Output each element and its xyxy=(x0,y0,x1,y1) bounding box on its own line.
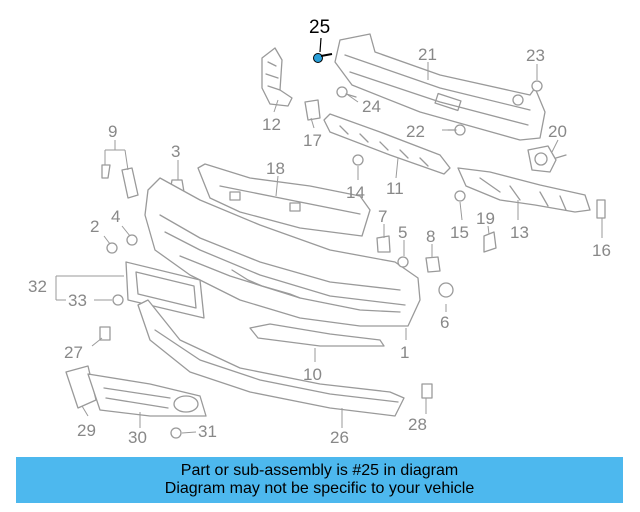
callout-2: 2 xyxy=(90,217,99,236)
callout-17: 17 xyxy=(303,131,322,150)
callout-21: 21 xyxy=(418,45,437,64)
callout-16: 16 xyxy=(592,241,611,260)
leader-lines xyxy=(55,37,603,434)
callout-23: 23 xyxy=(526,46,545,65)
part-31-screw[interactable] xyxy=(170,427,182,439)
part-7-clip[interactable] xyxy=(376,235,391,253)
part-28-clip[interactable] xyxy=(421,383,433,399)
part-23-nut[interactable] xyxy=(531,80,543,92)
callout-7: 7 xyxy=(378,207,387,226)
part-1-bumper-cover[interactable] xyxy=(144,177,421,327)
part-27-clip[interactable] xyxy=(99,326,111,341)
part-16-bolt[interactable] xyxy=(596,199,606,219)
callout-18: 18 xyxy=(266,159,285,178)
part-21-reinforcement-beam[interactable] xyxy=(334,33,546,141)
part-19-clip[interactable] xyxy=(483,231,497,253)
callout-22: 22 xyxy=(406,122,425,141)
part-5-screw[interactable] xyxy=(397,256,409,268)
callout-32: 32 xyxy=(28,277,47,296)
callout-19: 19 xyxy=(476,209,495,228)
part-17-clip[interactable] xyxy=(304,99,321,121)
part-25-bolt-highlighted[interactable] xyxy=(313,53,333,63)
part-18-upper-support[interactable] xyxy=(197,163,371,237)
callout-27: 27 xyxy=(64,343,83,362)
callout-24: 24 xyxy=(362,97,381,116)
callout-10: 10 xyxy=(303,365,322,384)
callout-9: 9 xyxy=(108,122,117,141)
info-banner: Part or sub-assembly is #25 in diagram D… xyxy=(16,457,623,503)
part-24-bolt[interactable] xyxy=(336,86,357,98)
part-30-fog-grille[interactable] xyxy=(87,373,207,417)
callout-20: 20 xyxy=(548,122,567,141)
part-10-trim-strip[interactable] xyxy=(249,323,385,347)
part-14-screw[interactable] xyxy=(352,154,364,166)
callout-30: 30 xyxy=(128,428,147,447)
banner-line-2: Diagram may not be specific to your vehi… xyxy=(164,480,475,497)
banner-line-1: Part or sub-assembly is #25 in diagram xyxy=(180,462,459,479)
callout-6: 6 xyxy=(440,313,449,332)
callout-33: 33 xyxy=(68,291,87,310)
callout-11: 11 xyxy=(386,179,404,198)
part-4-clip[interactable] xyxy=(126,234,138,246)
callout-4: 4 xyxy=(111,207,120,226)
callout-26: 26 xyxy=(330,428,349,447)
part-29-side-grille[interactable] xyxy=(65,365,97,409)
callout-31: 31 xyxy=(198,422,217,441)
callout-13: 13 xyxy=(510,223,529,242)
callout-5: 5 xyxy=(398,223,407,242)
part-26-lower-spoiler[interactable] xyxy=(137,299,405,417)
callouts: 25 21 23 24 12 17 22 20 9 3 18 14 11 2 4… xyxy=(28,17,611,447)
callout-25: 25 xyxy=(309,17,330,38)
part-12-bracket[interactable] xyxy=(261,47,293,107)
part-9-brackets[interactable] xyxy=(101,164,139,199)
part-33-screw[interactable] xyxy=(112,294,124,306)
callout-1: 1 xyxy=(400,343,409,362)
callout-8: 8 xyxy=(426,227,435,246)
part-11-energy-absorber[interactable] xyxy=(323,113,451,175)
part-8-clip[interactable] xyxy=(425,256,441,273)
callout-28: 28 xyxy=(408,415,427,434)
part-2-bolt[interactable] xyxy=(106,242,118,254)
callout-29: 29 xyxy=(77,421,96,440)
callout-14: 14 xyxy=(346,183,365,202)
part-15-screw[interactable] xyxy=(454,190,466,202)
callout-12: 12 xyxy=(262,115,281,134)
part-20-mount[interactable] xyxy=(527,145,567,173)
part-6-lamp-socket[interactable] xyxy=(438,282,454,298)
part-13-side-bracket[interactable] xyxy=(457,167,591,213)
callout-15: 15 xyxy=(450,223,469,242)
callout-3: 3 xyxy=(171,142,180,161)
